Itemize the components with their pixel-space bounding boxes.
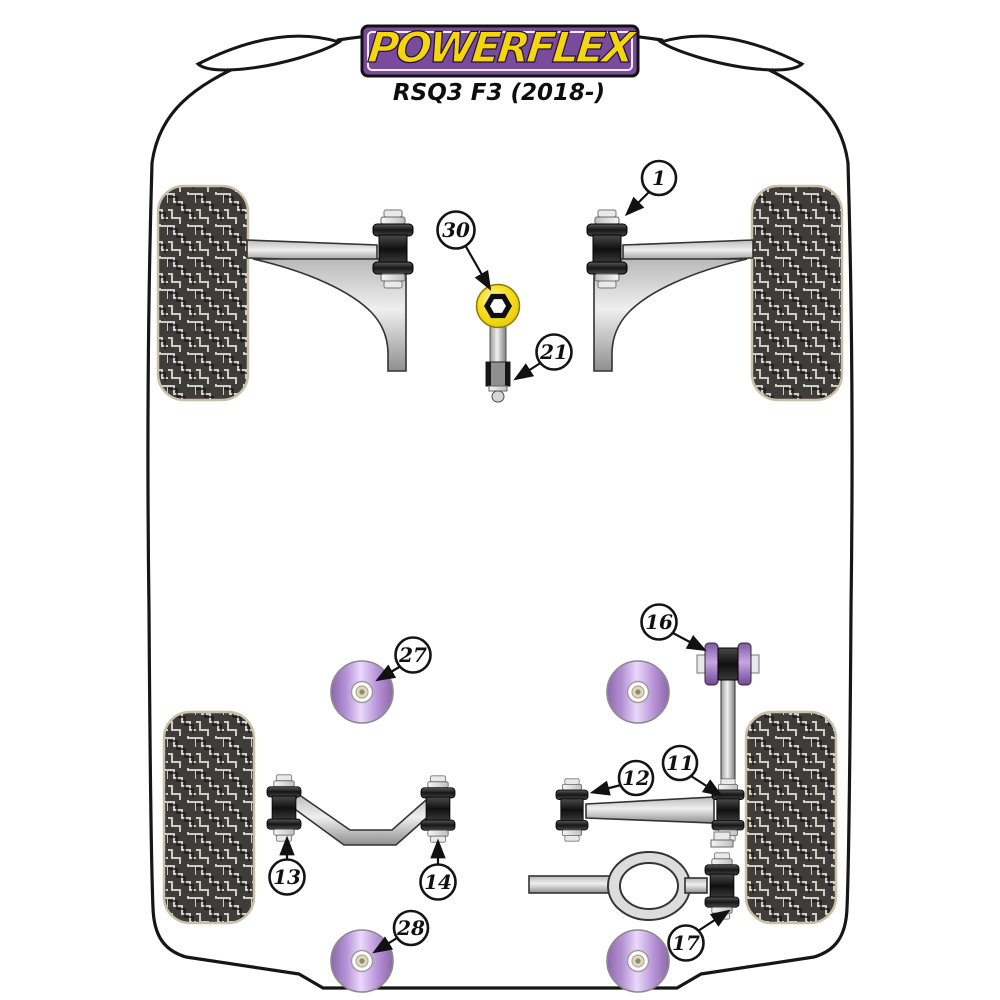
bush-14 [420, 775, 456, 843]
svg-text:17: 17 [672, 931, 700, 955]
svg-text:12: 12 [622, 766, 650, 790]
callout-12: 12 [617, 759, 655, 797]
brand-name: POWERFLEX [366, 23, 640, 72]
callout-13: 13 [268, 858, 306, 896]
svg-text:14: 14 [424, 870, 452, 894]
rear-tie-bar [528, 831, 740, 921]
car-body-outline [146, 28, 854, 990]
svg-text:13: 13 [273, 865, 301, 889]
callout-11: 11 [661, 744, 699, 782]
svg-text:27: 27 [398, 643, 427, 667]
rear-trailing-link [696, 642, 760, 799]
leader-lines [279, 190, 731, 954]
powerflex-logo: POWERFLEX [360, 22, 640, 78]
front-right-tire [750, 184, 844, 402]
rear-left-tire [162, 710, 256, 925]
subframe-bush-front-left [330, 660, 394, 724]
svg-text:28: 28 [396, 916, 425, 940]
callout-21: 21 [535, 333, 573, 371]
bush-16-purple [696, 642, 760, 686]
rear-lower-v-arm [266, 774, 456, 846]
svg-text:21: 21 [539, 340, 568, 364]
callout-17: 17 [667, 924, 705, 962]
bush-12 [555, 778, 589, 842]
svg-text:30: 30 [442, 218, 470, 242]
rear-upper-arm [555, 778, 745, 842]
front-left-wishbone [247, 210, 413, 371]
callout-28: 28 [392, 909, 430, 947]
svg-text:16: 16 [645, 610, 673, 634]
model-name: RSQ3 F3 (2018-) [393, 80, 605, 106]
front-left-tire [156, 184, 250, 402]
right-mirror-outline [657, 34, 805, 72]
callout-14: 14 [419, 863, 457, 901]
callout-1: 1 [640, 159, 678, 197]
subframe-bush-rear-left [330, 929, 394, 993]
subframe-bush-front-right [606, 660, 670, 724]
lower-torque-mount [475, 283, 521, 403]
rear-right-tire [744, 710, 838, 925]
svg-text:11: 11 [666, 751, 694, 775]
bush-17 [704, 852, 740, 920]
callout-27: 27 [394, 636, 432, 674]
subframe-bush-rear-right [606, 929, 670, 993]
bush-13 [266, 774, 302, 842]
callout-16: 16 [640, 603, 678, 641]
svg-text:1: 1 [652, 166, 666, 190]
callout-30: 30 [436, 210, 476, 250]
left-mirror-outline [195, 34, 343, 72]
logo-background [360, 24, 640, 78]
front-right-wishbone [587, 210, 753, 371]
